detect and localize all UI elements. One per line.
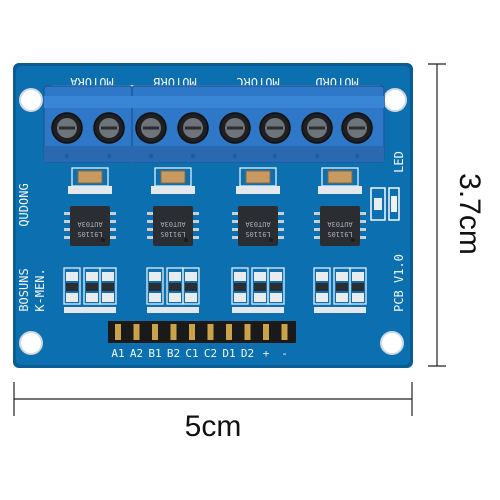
- pin-label: +: [263, 347, 270, 360]
- header-pin: [189, 324, 195, 340]
- mounting-hole: [380, 331, 404, 355]
- driver-chip: [320, 206, 360, 246]
- mounting-hole: [19, 88, 43, 112]
- led-label: LED: [392, 151, 406, 173]
- driver-channel: AUT03A L9110S: [231, 167, 285, 313]
- pin-label: C1: [185, 347, 198, 360]
- pin-label: A1: [111, 347, 124, 360]
- chip-marking: L9110S: [245, 230, 270, 238]
- mounting-hole: [383, 88, 407, 112]
- driver-chip: [70, 206, 110, 246]
- header-pin: [115, 324, 121, 340]
- screw-terminal: [259, 112, 291, 159]
- pin-label: -: [281, 347, 288, 360]
- screw-terminal: [93, 112, 125, 159]
- pin-label: C2: [204, 347, 217, 360]
- status-led: [370, 187, 400, 221]
- brand-label-qudong: QUDONG: [17, 183, 31, 226]
- brand-label-bosuns: BOSUNS: [17, 268, 31, 311]
- chip-marking: L9110S: [160, 230, 185, 238]
- brand-label-kmen: K-MEN.: [33, 268, 47, 311]
- width-label: 5cm: [185, 410, 242, 443]
- driver-chip: [238, 206, 278, 246]
- mounting-hole: [19, 331, 43, 355]
- pin-label: B1: [148, 347, 161, 360]
- version-label: PCB V1.0: [392, 254, 406, 312]
- chip-marking: AUT03A: [327, 220, 353, 228]
- chip-marking: AUT03A: [160, 220, 186, 228]
- chip-marking: AUT03A: [245, 220, 271, 228]
- driver-channel: AUT03A L9110S: [313, 167, 367, 313]
- pin-label: D2: [241, 347, 254, 360]
- header-pin: [170, 324, 177, 340]
- width-dimension: 5cm: [13, 382, 413, 443]
- screw-terminal: [51, 112, 83, 159]
- screw-terminal: [135, 112, 167, 159]
- height-label: 3.7cm: [453, 173, 486, 255]
- pin-header: A1 A2 B1 B2 C1 C2 D1 D2 +-: [108, 321, 296, 360]
- driver-chip: [153, 206, 193, 246]
- pin-label: A2: [130, 347, 143, 360]
- screw-terminal: [219, 112, 251, 159]
- height-dimension: 3.7cm: [428, 63, 486, 367]
- header-pin: [152, 324, 158, 340]
- chip-marking: L9110S: [77, 230, 102, 238]
- driver-channels: AUT03AL9110SAUT03AL9110SAUT03AL9110SAUT0…: [63, 167, 367, 313]
- chip-marking: AUT03A: [77, 220, 103, 228]
- screw-terminal: [177, 112, 209, 159]
- screw-terminal: [341, 112, 373, 159]
- header-pin: [207, 324, 214, 340]
- pin-label: B2: [167, 347, 180, 360]
- terminal-blocks: [43, 85, 385, 163]
- screw-terminal: [301, 112, 333, 159]
- driver-channel: AUT03A L9110S: [63, 167, 117, 313]
- pin-label: D1: [222, 347, 235, 360]
- header-pin: [281, 324, 288, 340]
- driver-channel: AUT03A L9110S: [146, 167, 200, 313]
- header-pin: [244, 324, 251, 340]
- header-pin: [133, 324, 140, 340]
- chip-marking: L9110S: [327, 230, 352, 238]
- header-pin: [263, 324, 269, 340]
- header-pin: [226, 324, 232, 340]
